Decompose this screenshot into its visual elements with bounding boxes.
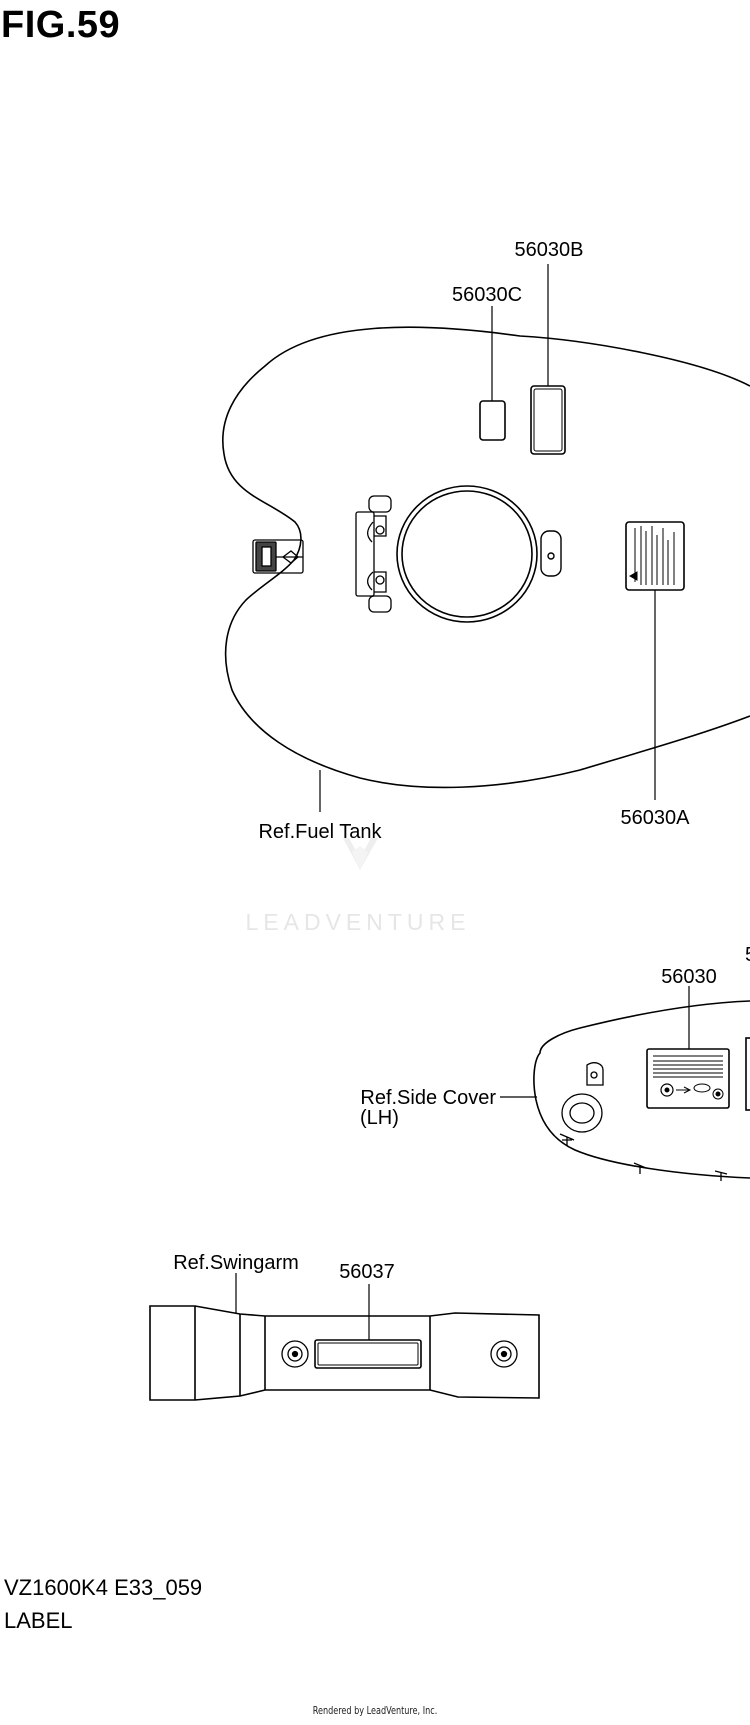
- watermark-text: LEADVENTURE: [246, 909, 471, 935]
- label-56037[interactable]: [314, 1339, 422, 1369]
- callout-56030C[interactable]: 56030C: [452, 284, 522, 306]
- label-56030-partial[interactable]: [745, 1037, 750, 1111]
- callout-56030A[interactable]: 56030A: [621, 807, 691, 829]
- fuel-cap: [396, 485, 538, 623]
- tank-breather: [252, 539, 304, 574]
- callout-56030B[interactable]: 56030B: [515, 239, 584, 261]
- fuel-cap-hinge: [355, 495, 392, 613]
- leader-lines-swingarm: [235, 1273, 370, 1340]
- diagram-code: VZ1600K4 E33_059: [4, 1575, 203, 1600]
- callout-56037[interactable]: 56037: [339, 1261, 395, 1283]
- side-cover-outline[interactable]: [533, 1000, 750, 1179]
- swingarm-bolts: [281, 1340, 518, 1368]
- swingarm-outline[interactable]: [149, 1305, 540, 1401]
- ref-side-cover[interactable]: Ref.Side Cover: [360, 1087, 496, 1109]
- fuel-cap-latch: [540, 530, 562, 577]
- leadventure-watermark: LEADVENTURE: [246, 838, 471, 935]
- label-56030[interactable]: [646, 1048, 730, 1109]
- diagram-name: LABEL: [4, 1608, 73, 1633]
- label-56030C[interactable]: [479, 400, 506, 441]
- leader-lines-tank: [319, 264, 656, 812]
- callout-partial: 5: [745, 944, 750, 966]
- side-cover-features: [559, 1062, 728, 1181]
- label-56030B[interactable]: [530, 385, 566, 455]
- label-56030A[interactable]: [625, 521, 685, 591]
- ref-side-cover-lh: (LH): [360, 1107, 399, 1129]
- ref-fuel-tank[interactable]: Ref.Fuel Tank: [258, 821, 382, 843]
- figure-title: FIG.59: [1, 4, 121, 46]
- leader-lines-side-cover: [500, 986, 690, 1098]
- callout-56030[interactable]: 56030: [661, 966, 717, 988]
- ref-swingarm[interactable]: Ref.Swingarm: [173, 1252, 299, 1274]
- footer-credit: Rendered by LeadVenture, Inc.: [312, 1704, 438, 1717]
